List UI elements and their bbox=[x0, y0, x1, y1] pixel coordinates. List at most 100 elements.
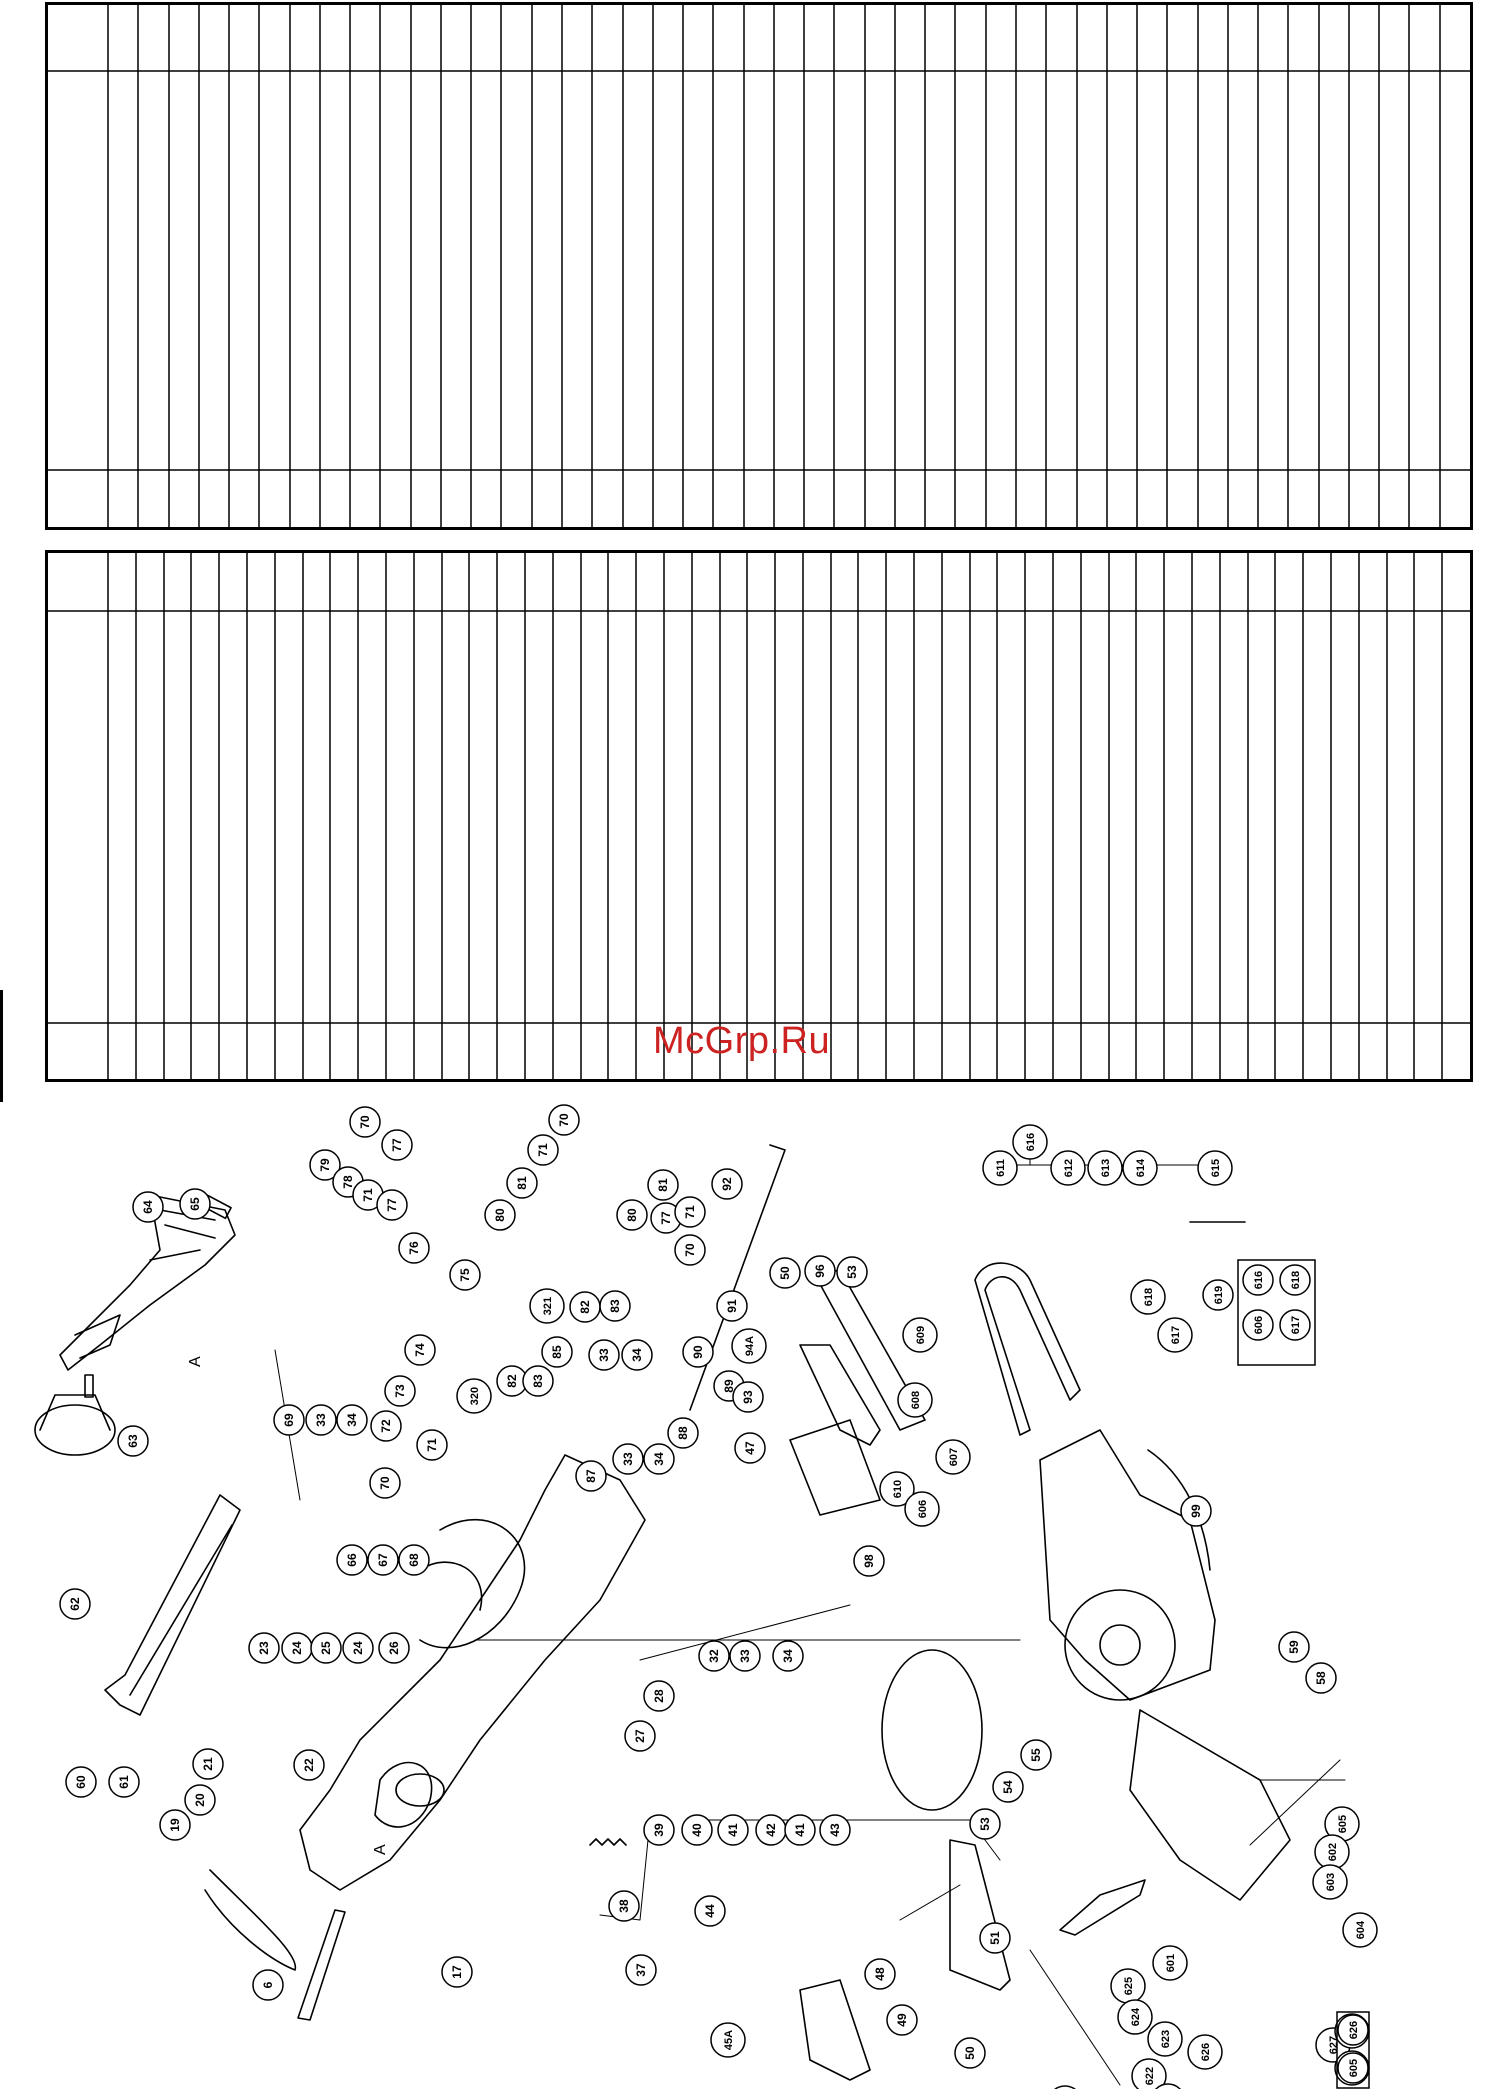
leader-lines bbox=[274, 1149, 1346, 2086]
callout-circle bbox=[159, 1809, 191, 1841]
callout-label: 605 bbox=[1337, 1815, 1349, 1833]
callout-22: 22 bbox=[293, 1749, 325, 1781]
callout-62: 62 bbox=[59, 1588, 91, 1620]
callout-614: 614 bbox=[1122, 1150, 1158, 1186]
frame-611-drawing bbox=[974, 1262, 1081, 1436]
callout-label: 622 bbox=[1144, 2067, 1156, 2085]
callout-circle bbox=[667, 1417, 699, 1449]
callout-label: 603 bbox=[1325, 1873, 1337, 1891]
callout-circle bbox=[376, 1189, 408, 1221]
callout-label: 98 bbox=[862, 1554, 876, 1568]
callout-circle bbox=[954, 2037, 986, 2069]
callout-circle bbox=[864, 1958, 896, 1990]
callout-label: 80 bbox=[625, 1208, 639, 1222]
callout-circle bbox=[879, 1471, 915, 1507]
callout-circle bbox=[731, 1328, 767, 1364]
callout-circle bbox=[769, 1257, 801, 1289]
callout-34: 34 bbox=[772, 1640, 804, 1672]
callout-circle bbox=[1020, 1739, 1052, 1771]
callout-label: 77 bbox=[385, 1198, 399, 1212]
callout-91: 91 bbox=[716, 1290, 748, 1322]
callout-circle bbox=[367, 1544, 399, 1576]
callout-circle bbox=[184, 1784, 216, 1816]
spring-27-drawing bbox=[589, 1838, 627, 1846]
callout-label: 82 bbox=[505, 1374, 519, 1388]
callout-63: 63 bbox=[117, 1425, 149, 1457]
callout-circle bbox=[342, 1632, 374, 1664]
callout-76: 76 bbox=[398, 1232, 430, 1264]
callout-label: 70 bbox=[378, 1476, 392, 1490]
callout-label: 78 bbox=[341, 1175, 355, 1189]
callout-label: 614 bbox=[1135, 1158, 1147, 1177]
callout-label: 41 bbox=[726, 1823, 740, 1837]
section-mark-a-upper: A bbox=[187, 1356, 204, 1367]
callout-label: 71 bbox=[536, 1143, 550, 1157]
callout-24: 24 bbox=[342, 1632, 374, 1664]
callout-circle bbox=[621, 1339, 653, 1371]
callout-label: 58 bbox=[1314, 1671, 1328, 1685]
callout-label: 48 bbox=[873, 1967, 887, 1981]
callout-602: 602 bbox=[1314, 1834, 1350, 1870]
callout-circle bbox=[336, 1404, 368, 1436]
callout-41: 41 bbox=[784, 1814, 816, 1846]
callout-53: 53 bbox=[969, 1808, 1001, 1840]
callout-label: 34 bbox=[652, 1452, 666, 1466]
legend-619-title: 619 bbox=[1213, 1286, 1225, 1304]
callout-circle bbox=[548, 1104, 580, 1136]
callout-label: 606 bbox=[917, 1500, 929, 1518]
knob-63-drawing bbox=[34, 1374, 116, 1456]
callout-circle bbox=[1147, 2021, 1183, 2057]
callout-label: 612 bbox=[1063, 1159, 1075, 1177]
callout-623: 623 bbox=[1147, 2021, 1183, 2057]
callout-53: 53 bbox=[836, 1256, 868, 1288]
callout-label: 45A bbox=[723, 2030, 735, 2050]
callout-label: 90 bbox=[691, 1345, 705, 1359]
callout-label: 94A bbox=[744, 1336, 756, 1356]
callout-label: 59 bbox=[1287, 1640, 1301, 1654]
callout-circle bbox=[853, 1545, 885, 1577]
callout-59: 59 bbox=[1278, 1631, 1310, 1663]
callout-37: 37 bbox=[625, 1954, 657, 1986]
callout-circle bbox=[729, 1640, 761, 1672]
callout-circle bbox=[694, 1895, 726, 1927]
callout-circle bbox=[982, 1150, 1018, 1186]
callout-circle bbox=[506, 1167, 538, 1199]
callout-27: 27 bbox=[624, 1720, 656, 1752]
callout-label: 66 bbox=[345, 1553, 359, 1567]
callout-label: 25 bbox=[319, 1641, 333, 1655]
callout-601: 601 bbox=[1152, 1945, 1188, 1981]
callout-607: 607 bbox=[935, 1439, 971, 1475]
callout-circle bbox=[1130, 1279, 1166, 1315]
callout-circle bbox=[527, 1134, 559, 1166]
callout-label: 55 bbox=[1029, 1748, 1043, 1762]
callout-label: 82 bbox=[578, 1300, 592, 1314]
callout-label: 21 bbox=[201, 1757, 215, 1771]
callout-label: 42 bbox=[764, 1823, 778, 1837]
callout-label: 34 bbox=[630, 1348, 644, 1362]
callout-88: 88 bbox=[667, 1417, 699, 1449]
callout-circle bbox=[1087, 1150, 1123, 1186]
callout-label: 71 bbox=[683, 1205, 697, 1219]
callout-33: 33 bbox=[305, 1404, 337, 1436]
callout-label: 613 bbox=[1100, 1159, 1112, 1177]
callout-circle bbox=[886, 2004, 918, 2036]
callout-circle bbox=[624, 1720, 656, 1752]
callout-90: 90 bbox=[682, 1336, 714, 1368]
callout-circle bbox=[1342, 1912, 1378, 1948]
bracket-51-drawing bbox=[799, 1839, 1011, 2081]
callout-label: 616 bbox=[1025, 1133, 1037, 1151]
callout-label: 99 bbox=[1189, 1504, 1203, 1518]
callout-circle bbox=[132, 1191, 164, 1223]
callout-label: 69 bbox=[282, 1413, 296, 1427]
callout-34: 34 bbox=[643, 1443, 675, 1475]
callout-label: 76 bbox=[407, 1241, 421, 1255]
callout-label: 37 bbox=[634, 1963, 648, 1977]
callout-circle bbox=[682, 1336, 714, 1368]
callout-label: 625 bbox=[1123, 1977, 1135, 1995]
callout-circle bbox=[1180, 1495, 1212, 1527]
callout-label: 608 bbox=[910, 1391, 922, 1409]
callout-label: 61 bbox=[117, 1775, 131, 1789]
rod-91-drawing bbox=[689, 1144, 786, 1411]
